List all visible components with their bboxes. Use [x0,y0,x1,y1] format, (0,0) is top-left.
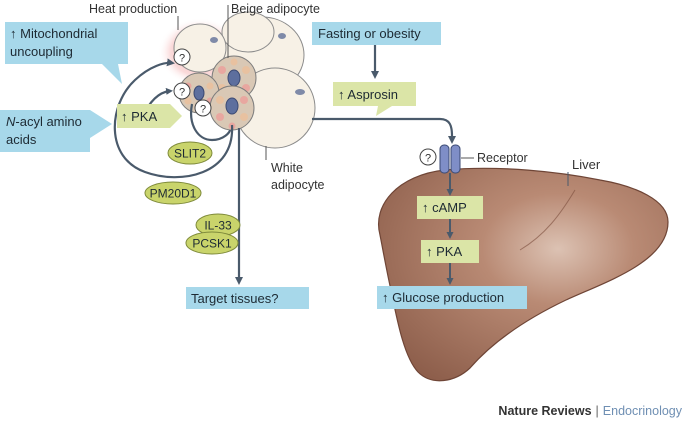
adipocyte-cluster [158,11,316,149]
question-badge: ? [173,48,191,66]
beige-adipocyte-cell [209,85,255,131]
slit2-oval: SLIT2 [167,141,213,165]
svg-text:↑ cAMP: ↑ cAMP [422,200,467,215]
svg-text:?: ? [179,87,185,99]
white-adipocyte-cell [221,11,275,53]
white-adipocyte-nucleus [295,89,305,95]
svg-text:?: ? [425,153,431,165]
question-badge: ? [173,82,191,100]
n-acyl-amino-acids-box: N-acyl amino acids [0,110,112,152]
fasting-obesity-box: Fasting or obesity [312,22,441,45]
white-adipocyte-nucleus [278,33,286,39]
asprosin-box: ↑ Asprosin [333,82,416,116]
footer-journal: Nature Reviews [498,404,591,418]
beige-adipocyte-label: Beige adipocyte [231,2,320,16]
svg-text:↑ PKA: ↑ PKA [426,244,462,259]
arrow-asprosin-to-receptor [312,117,456,144]
glucose-production-box: ↑ Glucose production [377,286,527,309]
white-adipocyte-label-line2: adipocyte [271,178,325,192]
footer-section: Endocrinology [603,404,683,418]
white-adipocyte-nucleus [210,37,218,43]
mitochondrial-uncoupling-box: ↑ Mitochondrial uncoupling [5,22,128,84]
svg-text:↑ PKA: ↑ PKA [121,109,157,124]
pm20d1-oval: PM20D1 [144,181,202,205]
white-adipocyte-label-line1: White [271,161,303,175]
question-badge: ? [194,99,212,117]
svg-text:?: ? [179,53,185,65]
svg-text:PCSK1: PCSK1 [192,237,232,251]
svg-text:N-acyl amino: N-acyl amino [6,114,82,129]
receptor-icon [439,144,461,174]
pka-adipocyte-label: ↑ PKA [117,104,182,128]
receptor-question-badge: ? [419,148,437,166]
camp-label: ↑ cAMP [417,196,483,219]
svg-text:IL-33: IL-33 [204,219,232,233]
svg-text:PM20D1: PM20D1 [150,187,197,201]
svg-text:Fasting or obesity: Fasting or obesity [318,26,421,41]
pcsk1-oval: PCSK1 [185,231,239,255]
svg-text:acids: acids [6,132,37,147]
receptor-label: Receptor [477,151,528,165]
svg-text:↑ Mitochondrial: ↑ Mitochondrial [10,26,98,41]
svg-text:?: ? [200,104,206,116]
svg-text:Target tissues?: Target tissues? [191,291,278,306]
pathway-arrow-small-loop [190,103,232,142]
svg-text:uncoupling: uncoupling [10,44,73,59]
heat-production-label: Heat production [89,2,177,16]
footer-credit: Nature Reviews | Endocrinology [498,404,682,418]
pka-liver-label: ↑ PKA [421,240,479,263]
svg-text:↑ Asprosin: ↑ Asprosin [338,87,398,102]
liver-label: Liver [572,157,601,172]
svg-text:↑ Glucose production: ↑ Glucose production [382,290,504,305]
il33-oval: IL-33 [195,213,241,237]
pathway-arrow-loop [113,58,234,179]
svg-text:SLIT2: SLIT2 [174,147,206,161]
footer-separator: | [596,404,599,418]
target-tissues-box: Target tissues? [186,287,309,309]
